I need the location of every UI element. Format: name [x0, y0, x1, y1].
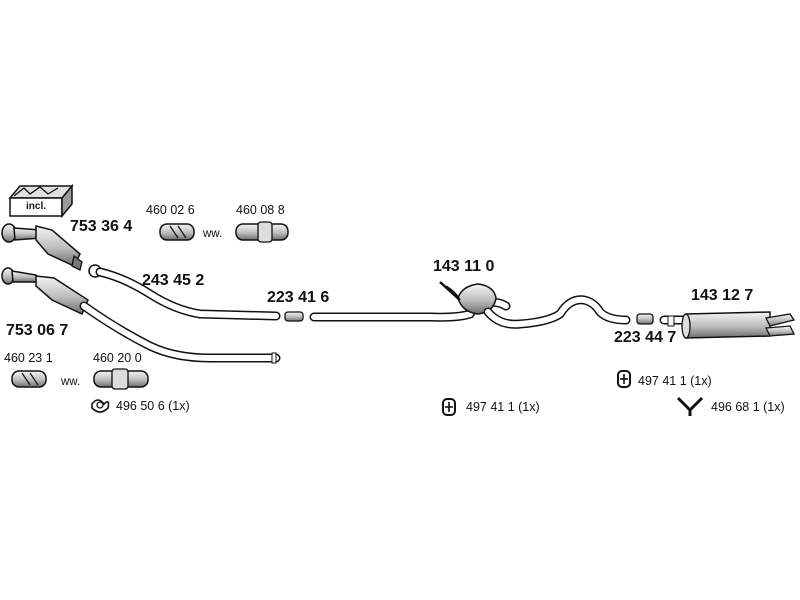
part-number-143-12-7: 143 12 7: [691, 287, 754, 304]
included-parts-box: [8, 183, 74, 219]
mount-497-41-1-rear: 497 41 1 (1x): [638, 374, 712, 388]
part-number-460-23-1: 460 23 1: [4, 351, 53, 365]
mount-497-41-1-center: 497 41 1 (1x): [466, 400, 540, 414]
mount-496-50-6: 496 50 6 (1x): [116, 399, 190, 413]
clamp-460-23-1: [11, 370, 47, 388]
part-number-460-08-8: 460 08 8: [236, 203, 285, 217]
included-label: incl.: [26, 201, 47, 212]
part-number-143-11-0: 143 11 0: [433, 258, 495, 275]
y-hanger-icon: [676, 396, 704, 416]
front-pipe: [88, 264, 281, 321]
rubber-hanger-icon: [442, 398, 456, 416]
part-number-460-20-0: 460 20 0: [93, 351, 142, 365]
center-muffler: [439, 281, 631, 329]
part-number-753-06-7: 753 06 7: [6, 322, 69, 339]
part-number-223-41-6: 223 41 6: [267, 289, 330, 306]
rubber-hanger-icon: [617, 370, 631, 388]
part-number-243-45-2: 243 45 2: [142, 272, 205, 289]
gasket-icon: [91, 399, 110, 413]
catalytic-converter-upper: [1, 223, 83, 271]
part-number-223-44-7: 223 44 7: [614, 329, 677, 346]
connector-clamp: [636, 313, 654, 325]
ww-label: ww.: [61, 376, 81, 388]
clamp-460-20-0: [93, 368, 149, 390]
clamp-460-02-6: [159, 223, 195, 241]
mount-496-68-1: 496 68 1 (1x): [711, 400, 785, 414]
part-number-460-02-6: 460 02 6: [146, 203, 195, 217]
rear-muffler: [659, 311, 796, 339]
clamp-460-08-8: [235, 221, 289, 243]
ww-label: ww.: [203, 228, 223, 240]
catalytic-converter-lower: [1, 267, 89, 316]
part-number-753-36-4: 753 36 4: [70, 218, 133, 235]
